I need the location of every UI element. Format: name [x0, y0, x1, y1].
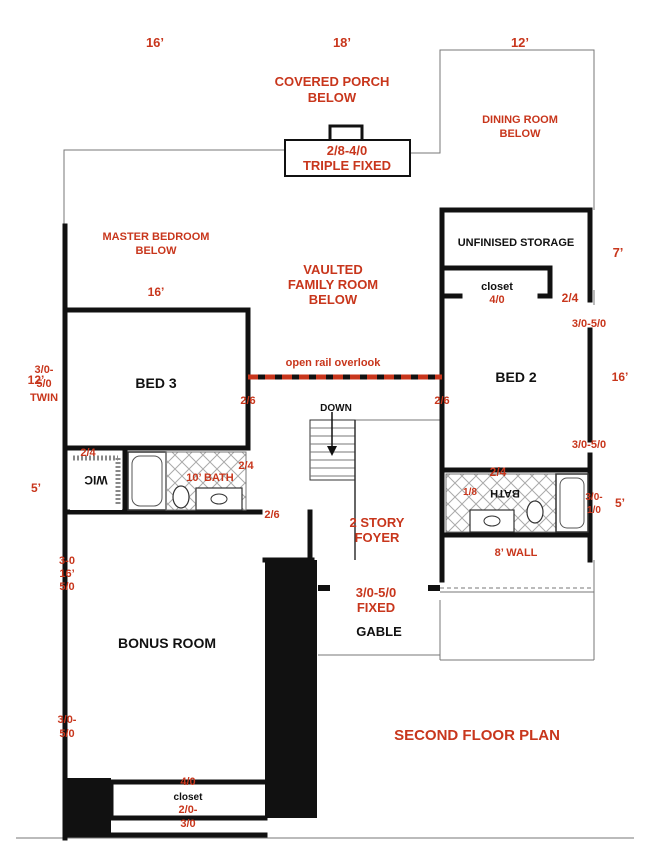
window-markers — [318, 585, 440, 591]
bed2-window-top: 3/0-5/0 — [572, 318, 606, 330]
room-bath-right: BATH — [490, 487, 520, 499]
stairs-down: DOWN — [320, 403, 352, 414]
room-bed3: BED 3 — [135, 375, 176, 391]
dim-top-left: 16’ — [146, 35, 164, 50]
bed2-window-bottom: 3/0-5/0 — [572, 439, 606, 451]
foyer-window-size: 3/0-5/0 — [356, 585, 396, 600]
bed2-side-door: 2/6 — [434, 395, 449, 407]
dim-top-right: 12’ — [511, 35, 529, 50]
room-dining-line2: BELOW — [500, 128, 542, 140]
room-family-line3: BELOW — [309, 292, 358, 307]
room-foyer-line1: 2 STORY — [350, 515, 405, 530]
room-family-line1: VAULTED — [303, 262, 362, 277]
bath-right-window-line2: 1/0 — [587, 505, 601, 516]
room-bed2: BED 2 — [495, 369, 536, 385]
room-closet-top: closet — [481, 281, 513, 293]
room-porch-line2: BELOW — [308, 90, 357, 105]
porch-window-type: TRIPLE FIXED — [303, 158, 391, 173]
porch-window-size: 2/8-4/0 — [327, 143, 367, 158]
bonus-window-bottom-line1: 3/0- — [58, 714, 77, 726]
closet-bottom-door-line2: 3/0 — [180, 818, 195, 830]
bath-right — [445, 473, 589, 533]
bath-right-door: 2/4 — [490, 465, 507, 479]
dim-8-wall: 8’ WALL — [495, 547, 538, 559]
bed3-door: 2/6 — [240, 395, 255, 407]
closet-top-size: 4/0 — [489, 294, 504, 306]
wic-shelving — [70, 452, 122, 510]
closet-bottom-size: 4/0 — [180, 776, 195, 788]
room-master-line2: BELOW — [136, 245, 178, 257]
dim-bed3-top: 16’ — [148, 285, 165, 299]
closet-bottom-door-line1: 2/0- — [179, 804, 198, 816]
hall-door: 2/6 — [264, 509, 279, 521]
outline-lines — [16, 49, 634, 839]
wall-mass-left — [65, 778, 111, 836]
wic-door: 2/4 — [80, 447, 96, 459]
room-porch-line1: COVERED PORCH — [275, 74, 390, 89]
dim-bath-10: 10’ BATH — [186, 472, 234, 484]
plan-title: SECOND FLOOR PLAN — [394, 727, 560, 744]
porch-window — [284, 124, 411, 177]
bonus-window-top-line1: 3-0 — [59, 555, 75, 567]
bonus-window-bottom-line2: 5/0 — [59, 728, 74, 740]
room-bonus: BONUS ROOM — [118, 635, 216, 651]
dim-right-16: 16’ — [612, 370, 629, 384]
room-foyer-line2: FOYER — [355, 530, 400, 545]
bonus-window-top-line2: 5/0 — [59, 581, 74, 593]
bath-right-18: 1/8 — [463, 487, 477, 498]
dim-right-7: 7’ — [613, 245, 624, 260]
room-closet-bottom: closet — [174, 792, 204, 803]
bed3-window-line1: 3/0- — [35, 364, 54, 376]
dim-right-5: 5’ — [615, 496, 625, 510]
foyer-window-type: FIXED — [357, 600, 395, 615]
bath-right-window-line1: 3/0- — [585, 492, 602, 503]
room-master-line1: MASTER BEDROOM — [103, 231, 210, 243]
dim-bonus-16: 16’ — [59, 568, 74, 580]
wall-mass-right — [265, 560, 317, 818]
bed3-window-line2: 5/0 — [36, 378, 51, 390]
dim-left-12: 12’ — [28, 373, 45, 387]
stairs — [309, 412, 356, 560]
room-wic: WIC — [84, 473, 108, 487]
bath-door: 2/4 — [238, 460, 254, 472]
dim-top-mid: 18’ — [333, 35, 351, 50]
room-gable: GABLE — [356, 624, 402, 639]
dim-left-5: 5’ — [31, 481, 41, 495]
bed2-door: 2/4 — [562, 291, 579, 305]
rail-label: open rail overlook — [286, 357, 382, 369]
room-storage: UNFINISED STORAGE — [458, 237, 575, 249]
room-family-line2: FAMILY ROOM — [288, 277, 378, 292]
bed3-window-line3: TWIN — [30, 392, 58, 404]
bath-left — [127, 451, 247, 511]
room-dining-line1: DINING ROOM — [482, 114, 558, 126]
